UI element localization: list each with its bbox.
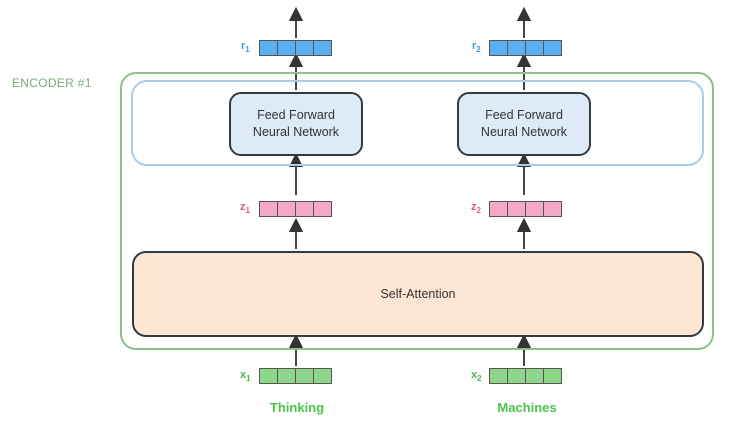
x1-label: x1 xyxy=(240,369,251,384)
input-word-1: Thinking xyxy=(269,400,325,415)
feed-forward-box-1: Feed Forward Neural Network xyxy=(229,92,363,156)
x2-label: x2 xyxy=(471,369,482,384)
r2-label: r2 xyxy=(472,40,481,55)
input-word-2: Machines xyxy=(497,400,557,415)
encoder-box xyxy=(120,72,714,350)
x1-vector xyxy=(259,368,332,384)
self-attention-box: Self-Attention xyxy=(132,251,704,337)
r1-label: r1 xyxy=(241,40,250,55)
z1-vector xyxy=(259,201,332,217)
r1-vector xyxy=(259,40,332,56)
ffn-line1: Feed Forward xyxy=(485,108,563,122)
x2-vector xyxy=(489,368,562,384)
ffn-line1: Feed Forward xyxy=(257,108,335,122)
ffn-layer-box xyxy=(131,80,704,166)
self-attention-label: Self-Attention xyxy=(380,287,456,301)
ffn-line2: Neural Network xyxy=(480,125,568,139)
r2-vector xyxy=(489,40,562,56)
feed-forward-box-2: Feed Forward Neural Network xyxy=(457,92,591,156)
ffn-line2: Neural Network xyxy=(252,125,340,139)
z1-label: z1 xyxy=(240,201,250,216)
z2-vector xyxy=(489,201,562,217)
z2-label: z2 xyxy=(471,201,481,216)
encoder-label: ENCODER #1 xyxy=(12,76,92,90)
